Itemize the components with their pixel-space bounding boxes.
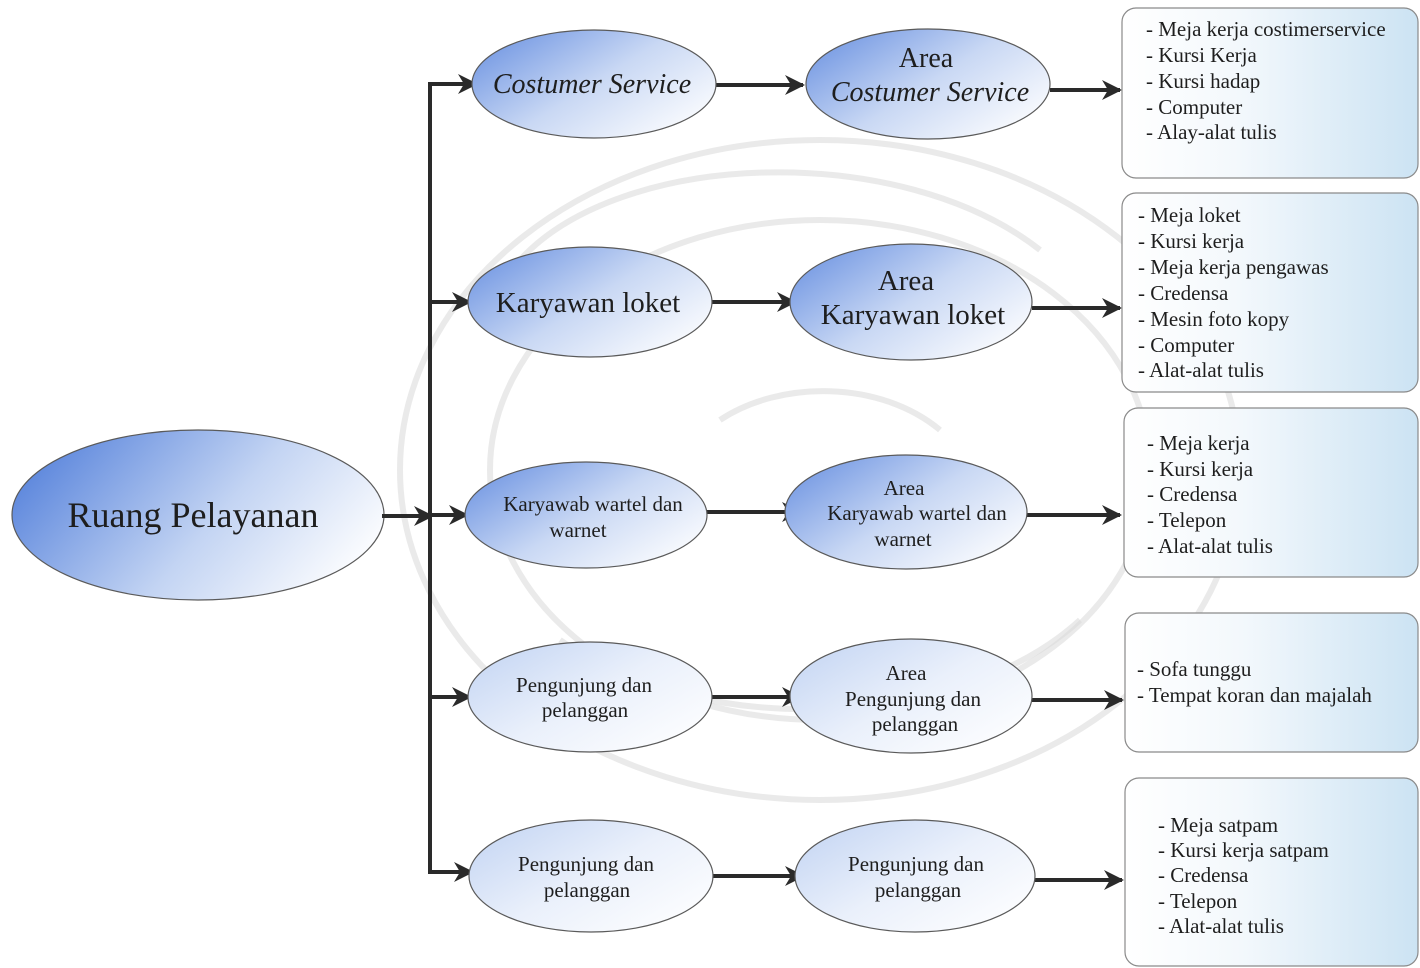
- area-node-karyawab-wartel: Area Karyawab wartel dan warnet: [784, 454, 1028, 570]
- list-item: - Credensa: [1158, 863, 1249, 887]
- items-box-costumer-service: - Meja kerja costimerservice - Kursi Ker…: [1121, 7, 1419, 179]
- list-item: - Alat-alat tulis: [1158, 914, 1284, 938]
- list-item: - Kursi Kerja: [1146, 43, 1257, 67]
- area-label-line-1: Area: [884, 476, 925, 500]
- area-label-line-2: Costumer Service: [831, 77, 1029, 108]
- role-label-line-1: Pengunjung dan: [516, 673, 652, 697]
- role-label-line-2: pelanggan: [544, 878, 631, 902]
- list-item: - Meja loket: [1138, 203, 1241, 227]
- role-node-karyawan-loket: Karyawan loket: [467, 246, 713, 358]
- role-label-line-2: warnet: [549, 518, 606, 542]
- role-label-line-2: pelanggan: [542, 698, 629, 722]
- list-item: - Telepon: [1147, 508, 1227, 532]
- role-node-pengunjung: Pengunjung dan pelanggan: [467, 641, 713, 753]
- list-item: - Kursi kerja: [1147, 457, 1254, 481]
- list-item: - Mesin foto kopy: [1138, 307, 1290, 331]
- list-item: - Meja kerja costimerservice: [1146, 17, 1386, 41]
- list-item: - Computer: [1138, 333, 1234, 357]
- list-item: - Kursi kerja satpam: [1158, 838, 1329, 862]
- role-label: Karyawan loket: [496, 287, 680, 319]
- area-node-costumer-service: Area Costumer Service: [805, 28, 1051, 140]
- list-item: - Credensa: [1147, 482, 1238, 506]
- list-item: - Kursi hadap: [1146, 69, 1260, 93]
- items-box-karyawab-wartel: - Meja kerja - Kursi kerja - Credensa - …: [1123, 407, 1419, 578]
- area-label-line-1: Area: [878, 265, 934, 297]
- connectors: [382, 74, 1124, 890]
- list-item: - Alat-alat tulis: [1147, 534, 1273, 558]
- role-label-line-1: Karyawab wartel dan: [503, 492, 683, 516]
- root-label: Ruang Pelayanan: [68, 495, 319, 535]
- area-label-line-1: Area: [899, 43, 954, 74]
- area-label-line-3: pelanggan: [872, 712, 959, 736]
- root-node: Ruang Pelayanan: [11, 429, 385, 601]
- items-box-pengunjung: - Sofa tunggu - Tempat koran dan majalah: [1124, 612, 1419, 753]
- area-node-pengunjung-security: Pengunjung dan pelanggan: [794, 819, 1036, 933]
- role-node-costumer-service: Costumer Service: [471, 29, 717, 139]
- area-label-line-2: Karyawan loket: [821, 299, 1005, 331]
- area-label-line-3: warnet: [874, 527, 931, 551]
- area-node-karyawan-loket: Area Karyawan loket: [789, 243, 1033, 361]
- area-label-line-1: Pengunjung dan: [848, 852, 984, 876]
- list-item: - Meja kerja pengawas: [1138, 255, 1329, 279]
- area-label-line-1: Area: [886, 661, 927, 685]
- list-item: - Sofa tunggu: [1137, 657, 1252, 681]
- list-item: - Meja satpam: [1158, 813, 1278, 837]
- role-node-pengunjung-security: Pengunjung dan pelanggan: [468, 819, 714, 933]
- list-item: - Alat-alat tulis: [1138, 358, 1264, 382]
- items-box-karyawan-loket: - Meja loket - Kursi kerja - Meja kerja …: [1121, 192, 1419, 393]
- area-node-pengunjung: Area Pengunjung dan pelanggan: [789, 638, 1033, 754]
- area-label-line-2: Pengunjung dan: [845, 687, 981, 711]
- list-item: - Tempat koran dan majalah: [1137, 683, 1372, 707]
- list-item: - Alay-alat tulis: [1146, 120, 1277, 144]
- role-label: Costumer Service: [493, 69, 691, 100]
- list-item: - Computer: [1146, 95, 1242, 119]
- role-node-karyawab-wartel: Karyawab wartel dan warnet: [464, 461, 708, 569]
- area-label-line-2: Karyawab wartel dan: [827, 501, 1007, 525]
- role-label-line-1: Pengunjung dan: [518, 852, 654, 876]
- area-label-line-2: pelanggan: [875, 878, 962, 902]
- items-box-security: - Meja satpam - Kursi kerja satpam - Cre…: [1124, 777, 1419, 967]
- list-item: - Credensa: [1138, 281, 1229, 305]
- list-item: - Meja kerja: [1147, 431, 1250, 455]
- list-item: - Kursi kerja: [1138, 229, 1245, 253]
- list-item: - Telepon: [1158, 889, 1238, 913]
